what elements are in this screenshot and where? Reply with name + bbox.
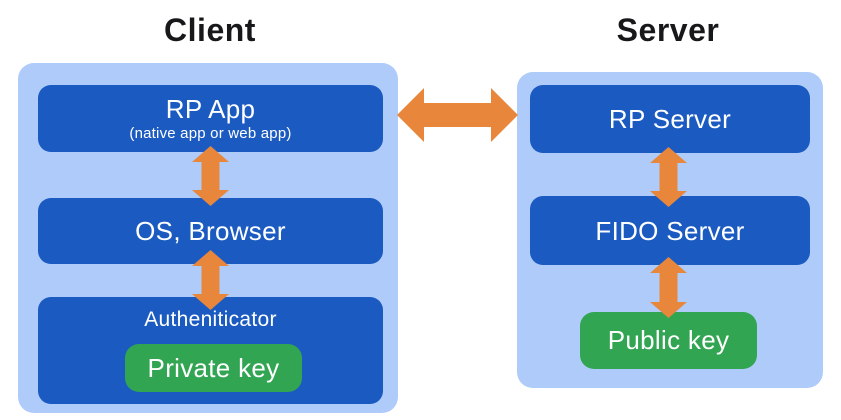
- public-key-box: Public key: [580, 312, 757, 369]
- fido-server-label: FIDO Server: [595, 215, 745, 246]
- private-key-label: Private key: [147, 352, 280, 383]
- rp-app-label: RP App: [165, 94, 256, 124]
- rp-app-os-double-arrow-icon: [192, 146, 229, 206]
- client-server-double-arrow-icon: [397, 88, 518, 142]
- rp-server-fido-double-arrow-icon: [650, 147, 687, 207]
- os-browser-label: OS, Browser: [135, 216, 286, 246]
- client-title: Client: [164, 12, 256, 48]
- server-title: Server: [616, 12, 720, 48]
- rp-server-box: RP Server: [530, 85, 810, 153]
- rp-server-label: RP Server: [608, 104, 732, 134]
- rp-app-box: RP App (native app or web app): [38, 85, 383, 152]
- public-key-label: Public key: [607, 325, 730, 355]
- authenticator-label: Autheniticator: [144, 308, 277, 331]
- os-authenticator-double-arrow-icon: [192, 250, 229, 310]
- rp-app-sublabel: (native app or web app): [129, 125, 292, 142]
- private-key-box: Private key: [125, 344, 302, 392]
- fido-server-box: FIDO Server: [530, 196, 810, 265]
- fido-public-key-double-arrow-icon: [650, 257, 687, 318]
